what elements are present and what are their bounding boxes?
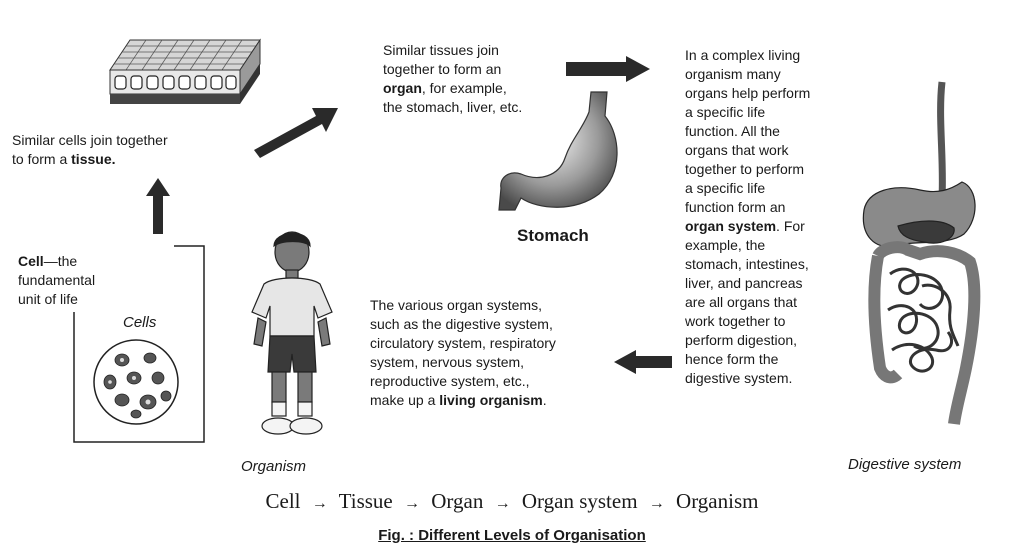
organism-description: The various organ systems, such as the d… bbox=[370, 296, 610, 410]
levels-flow: Cell → Tissue → Organ → Organ system → O… bbox=[0, 489, 1024, 514]
system-line-5: function. All the bbox=[685, 123, 780, 139]
system-line-17: hence form the bbox=[685, 351, 779, 367]
system-line-2: organism many bbox=[685, 66, 781, 82]
flow-item-organ-system: Organ system bbox=[521, 489, 638, 513]
cell-keyword: Cell bbox=[18, 253, 44, 269]
arrow-tissue-to-organ bbox=[254, 108, 338, 158]
organ-system-keyword: organ system bbox=[685, 218, 777, 234]
system-line-15: work together to bbox=[685, 313, 786, 329]
system-line-8: a specific life bbox=[685, 180, 766, 196]
organism-line-6-end: . bbox=[542, 392, 547, 408]
organism-line-5: reproductive system, etc., bbox=[370, 373, 530, 389]
arrow-cell-to-tissue bbox=[146, 178, 170, 234]
system-line-3: organs help perform bbox=[685, 85, 811, 101]
system-line-12: stomach, intestines, bbox=[685, 256, 809, 272]
system-line-4: a specific life bbox=[685, 104, 766, 120]
cell-description: Cell—the fundamental unit of life bbox=[18, 252, 138, 309]
system-line-18: digestive system. bbox=[685, 370, 793, 386]
figure-caption: Fig. : Different Levels of Organisation bbox=[378, 527, 646, 544]
system-line-9: function form an bbox=[685, 199, 786, 215]
cell-bracket-lines bbox=[73, 245, 205, 443]
flow-arrow-4: → bbox=[648, 495, 665, 512]
cells-caption: Cells bbox=[123, 314, 157, 331]
system-line-11: example, the bbox=[685, 237, 766, 253]
stomach-illustration bbox=[498, 91, 618, 211]
digestive-system-caption: Digestive system bbox=[848, 456, 962, 473]
flow-arrow-3: → bbox=[494, 495, 511, 512]
organ-description: Similar tissues join together to form an… bbox=[383, 41, 573, 117]
flow-item-organ: Organ bbox=[431, 489, 484, 513]
organism-line-1: The various organ systems, bbox=[370, 297, 542, 313]
organism-line-6: make up a bbox=[370, 392, 440, 408]
cells-circle-illustration bbox=[93, 339, 179, 425]
organism-line-2: such as the digestive system, bbox=[370, 316, 553, 332]
organism-boy-illustration bbox=[251, 231, 333, 435]
cell-line-3: unit of life bbox=[18, 291, 78, 307]
organ-line-3: , for example, bbox=[421, 80, 507, 96]
system-line-10: . For bbox=[776, 218, 805, 234]
tissue-illustration bbox=[109, 38, 261, 104]
flow-arrow-1: → bbox=[311, 495, 328, 512]
cell-line-1: —the bbox=[43, 253, 78, 269]
flow-arrow-2: → bbox=[403, 495, 420, 512]
organ-line-2: together to form an bbox=[383, 61, 502, 77]
digestive-system-illustration bbox=[862, 81, 981, 425]
organism-caption: Organism bbox=[241, 458, 307, 475]
system-line-16: perform digestion, bbox=[685, 332, 798, 348]
cell-line-2: fundamental bbox=[18, 272, 96, 288]
tissue-line-1: Similar cells join together bbox=[12, 132, 168, 148]
system-line-13: liver, and pancreas bbox=[685, 275, 803, 291]
living-organism-keyword: living organism bbox=[439, 392, 543, 408]
tissue-line-2: to form a bbox=[12, 151, 72, 167]
system-line-7: together to perform bbox=[685, 161, 805, 177]
arrow-system-to-organism bbox=[614, 350, 672, 374]
organism-line-4: system, nervous system, bbox=[370, 354, 525, 370]
flow-item-tissue: Tissue bbox=[338, 489, 393, 513]
organ-keyword: organ bbox=[383, 80, 422, 96]
stomach-caption: Stomach bbox=[517, 226, 589, 245]
system-line-14: are all organs that bbox=[685, 294, 798, 310]
arrow-organ-to-system bbox=[566, 56, 650, 82]
organism-line-3: circulatory system, respiratory bbox=[370, 335, 556, 351]
flow-item-organism: Organism bbox=[676, 489, 759, 513]
system-line-1: In a complex living bbox=[685, 47, 801, 63]
organ-system-description: In a complex living organism many organs… bbox=[685, 46, 860, 388]
system-line-6: organs that work bbox=[685, 142, 789, 158]
tissue-description: Similar cells join together to form a ti… bbox=[12, 131, 232, 169]
organ-line-1: Similar tissues join bbox=[383, 42, 499, 58]
tissue-keyword: tissue. bbox=[71, 151, 116, 167]
organ-line-4: the stomach, liver, etc. bbox=[383, 99, 523, 115]
flow-item-cell: Cell bbox=[265, 489, 301, 513]
